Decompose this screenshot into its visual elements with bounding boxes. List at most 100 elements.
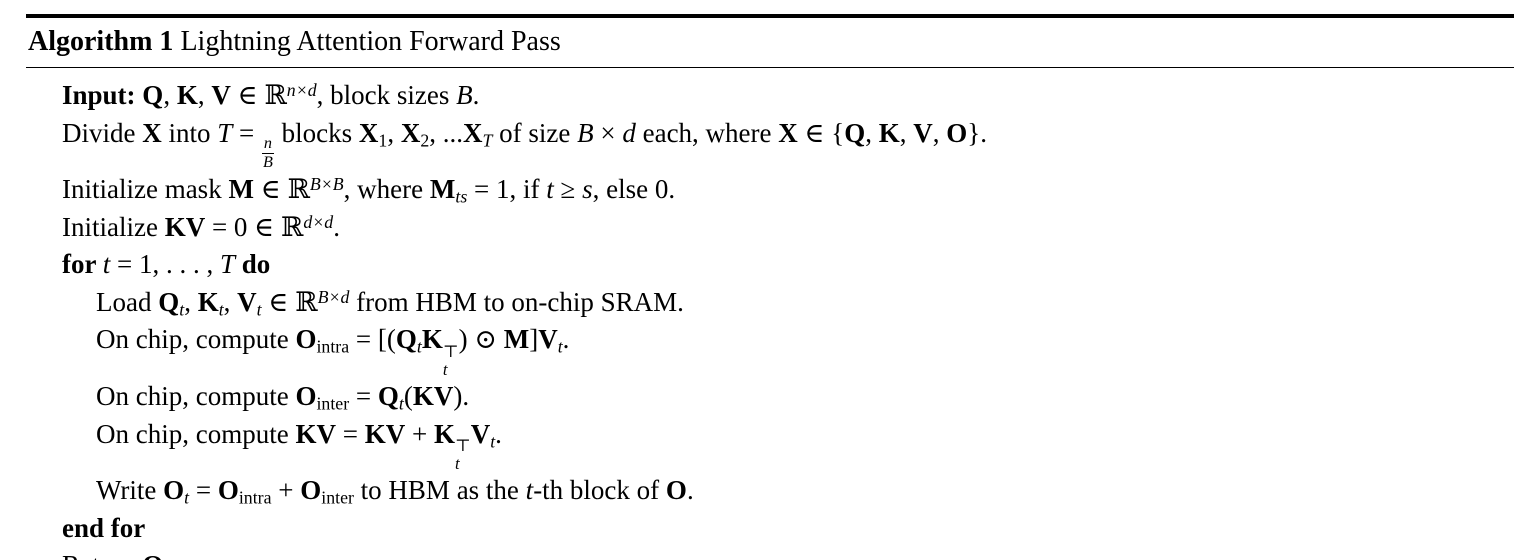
text-segment: O (946, 117, 968, 148)
text-segment: Ointra (295, 324, 350, 357)
text-segment: , (899, 117, 914, 148)
text-segment: ( (403, 381, 413, 412)
text-segment: = 1, . . . , (110, 249, 220, 280)
algorithm-title: Lightning Attention Forward Pass (180, 26, 561, 57)
text-segment: Ointer (300, 475, 354, 508)
text-segment: X1 (358, 117, 388, 150)
text-segment: + (271, 475, 301, 506)
text-segment: X (142, 117, 162, 148)
text-segment: ℝB×d (295, 286, 350, 317)
text-segment: t (546, 174, 554, 205)
text-segment: Vt (237, 286, 262, 320)
text-segment: of size (492, 117, 578, 148)
algorithm-line: Initialize KV = 0 ∈ ℝd×d. (62, 209, 1514, 247)
text-segment: }. (967, 117, 987, 148)
algorithm-line: Return O. (62, 547, 1514, 560)
text-segment: for (62, 249, 103, 280)
algorithm-line: On chip, compute Ointer = Qt(KV). (62, 378, 1514, 416)
text-segment: , (932, 117, 947, 148)
text-segment: , (184, 286, 198, 317)
text-segment: On chip, compute (96, 324, 296, 355)
text-segment: = 1, if (467, 174, 547, 205)
text-segment: X (778, 117, 798, 148)
text-segment: . (562, 324, 570, 355)
text-segment: ℝd×d (280, 211, 334, 242)
text-segment: O (665, 475, 687, 506)
text-segment: = 0 ∈ (205, 211, 281, 242)
text-segment: , (163, 80, 177, 110)
text-segment: Q (142, 80, 164, 110)
text-segment: , (387, 117, 401, 148)
text-segment: = (232, 117, 262, 148)
text-segment: from HBM to on-chip SRAM. (349, 286, 684, 317)
text-segment: each, where (635, 117, 779, 148)
text-segment: Input: (62, 80, 143, 110)
text-segment: Kt (197, 286, 224, 320)
text-segment: , (865, 117, 879, 148)
algorithm-line: end for (62, 510, 1514, 548)
text-segment: to HBM as the (353, 475, 526, 506)
text-segment: K (878, 117, 900, 148)
text-segment: ) ⊙ (458, 324, 504, 355)
text-segment: On chip, compute (96, 418, 296, 449)
text-segment: Qt (158, 286, 185, 320)
text-segment: = (189, 475, 218, 506)
algorithm-line: Write Ot = Ointra + Ointer to HBM as the… (62, 472, 1514, 510)
text-segment: blocks (274, 117, 359, 148)
text-segment: Divide (62, 117, 143, 148)
text-segment: -th block of (533, 475, 666, 506)
text-segment: Qt (395, 324, 422, 357)
text-segment: ∈ (230, 80, 265, 110)
text-segment: , else 0. (592, 174, 676, 205)
text-segment: O (142, 550, 163, 560)
text-segment: ∈ (261, 286, 296, 317)
text-segment: = (349, 381, 378, 412)
algorithm-body: Input: Q, K, V ∈ ℝn×d, block sizes B.Div… (26, 68, 1514, 560)
text-segment: T (220, 249, 236, 280)
text-segment: , where (343, 174, 430, 205)
text-segment: Ot (163, 475, 190, 508)
text-segment: Ointer (295, 381, 350, 414)
text-segment: into (161, 117, 218, 148)
text-segment: Load (96, 286, 159, 317)
algorithm-line: On chip, compute Ointra = [(QtK⊤t) ⊙ M]V… (62, 321, 1514, 378)
algorithm-line: Initialize mask M ∈ ℝB×B, where Mts = 1,… (62, 171, 1514, 209)
text-segment: V (913, 117, 933, 148)
text-segment: . (163, 550, 170, 560)
text-segment: = [( (349, 324, 396, 355)
text-segment: Ointra (217, 475, 272, 508)
text-segment: t (525, 475, 534, 506)
text-segment: , (223, 286, 238, 317)
header-rule (26, 67, 1514, 68)
text-segment: ] (529, 324, 539, 355)
text-segment: Vt (470, 418, 496, 452)
text-segment: ≥ (553, 174, 583, 205)
top-rule (26, 14, 1514, 18)
text-segment: Q (844, 117, 866, 148)
sup-sub-stack: ⊤t (454, 436, 471, 473)
text-segment: X2 (400, 117, 430, 150)
sup-sub-stack: ⊤t (442, 341, 459, 379)
text-segment: , block sizes (316, 80, 457, 110)
text-segment: ∈ { (797, 117, 845, 148)
text-segment: V (211, 80, 231, 110)
text-segment: d (622, 117, 636, 148)
text-segment: Qt (377, 381, 404, 414)
text-segment: ). (453, 381, 470, 412)
algorithm-header: Algorithm 1 Lightning Attention Forward … (26, 18, 1514, 67)
text-segment: . (495, 418, 502, 449)
text-segment: KV (295, 418, 336, 449)
text-segment: end for (62, 512, 146, 543)
text-segment: ∈ (253, 174, 288, 205)
text-segment: do (235, 249, 271, 280)
text-segment: Return (62, 550, 142, 560)
algorithm-line: Input: Q, K, V ∈ ℝn×d, block sizes B. (62, 77, 1514, 115)
text-segment: , ... (429, 117, 463, 148)
text-segment: XT (462, 117, 493, 150)
text-segment: + (405, 418, 434, 449)
text-segment: Vt (538, 324, 563, 357)
algorithm-line: Load Qt, Kt, Vt ∈ ℝB×d from HBM to on-ch… (62, 284, 1514, 322)
